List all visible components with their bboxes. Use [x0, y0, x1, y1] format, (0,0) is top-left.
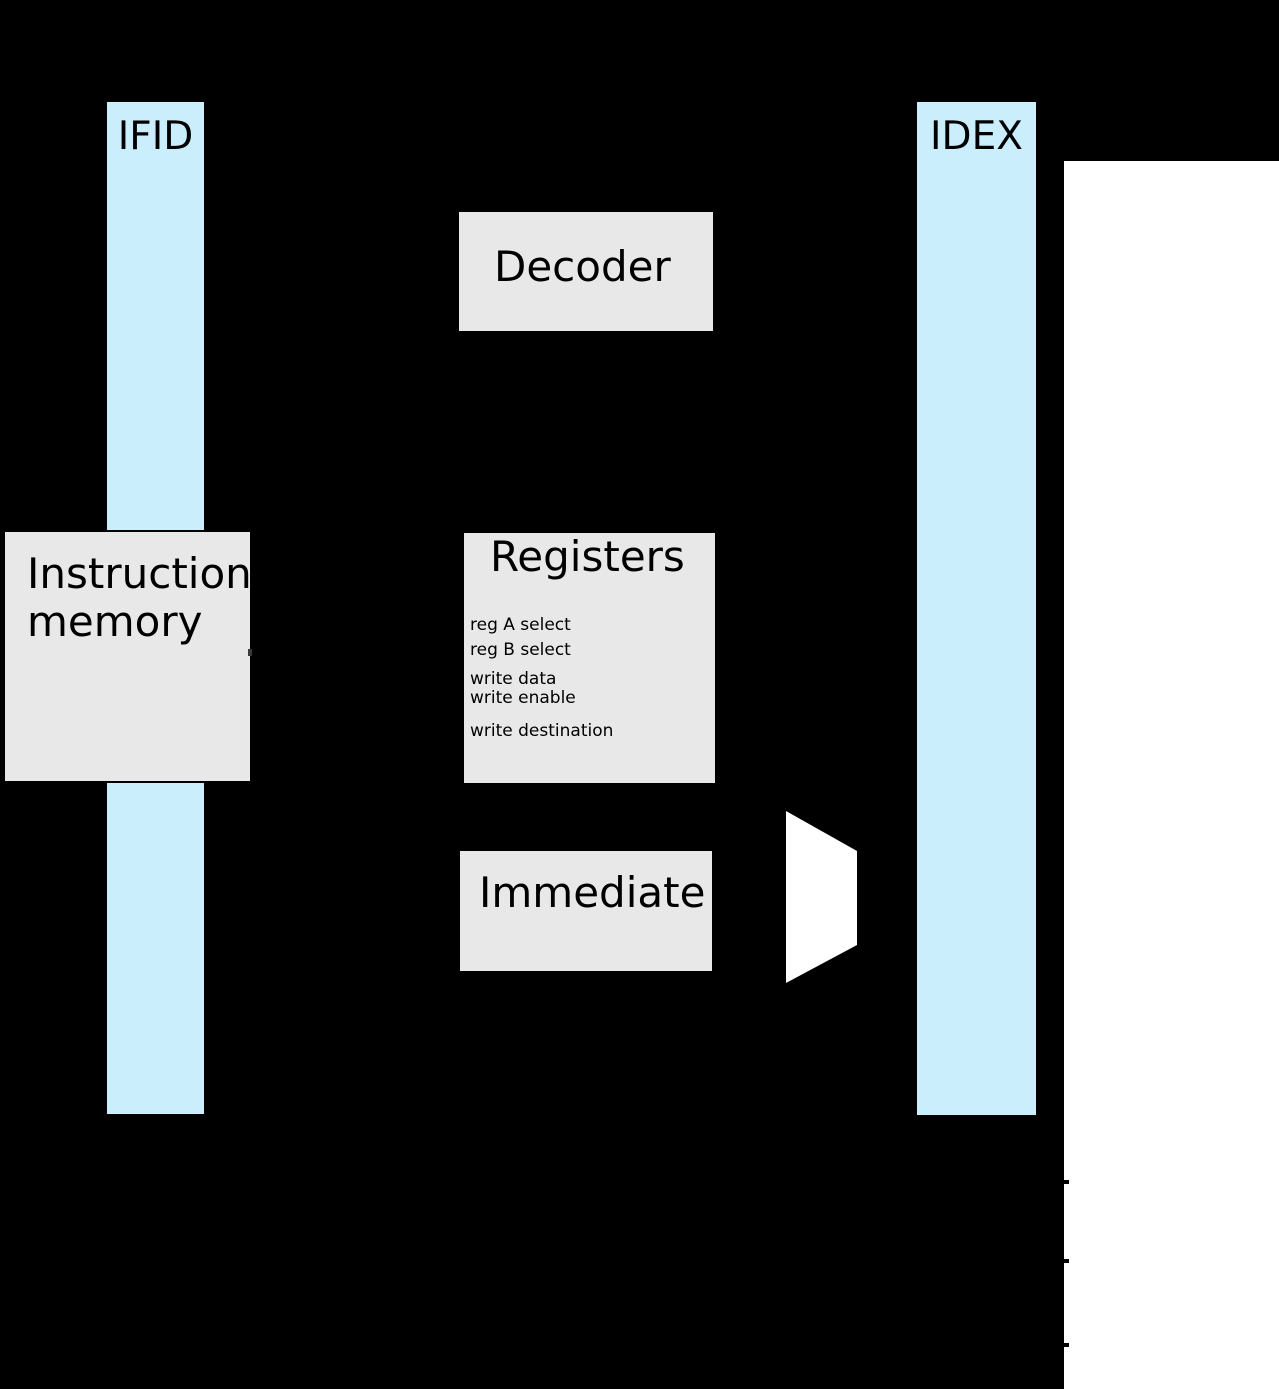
port-reg-a-select: reg A select: [470, 615, 571, 635]
port-write-enable: write enable: [470, 688, 576, 708]
instruction-memory-block: Instruction memory: [3, 530, 252, 783]
immediate-label: Immediate: [479, 868, 706, 917]
registers-label: Registers: [490, 532, 685, 581]
decoder-label: Decoder: [494, 242, 671, 291]
port-write-destination: write destination: [470, 721, 614, 741]
wire-stub-2: [1062, 1259, 1069, 1263]
wire-stub-1: [1062, 1180, 1069, 1184]
pipeline-register-idex: IDEX: [915, 100, 1038, 1117]
decoder-block: Decoder: [457, 210, 715, 333]
immediate-block: Immediate: [458, 849, 714, 973]
instruction-memory-label: Instruction memory: [27, 549, 252, 647]
ifid-label: IFID: [117, 114, 194, 159]
registers-block: Registers reg A select reg B select writ…: [462, 531, 717, 785]
wire-stub-instruction-memory: [248, 649, 252, 656]
port-reg-b-select: reg B select: [470, 640, 571, 660]
wire-stub-3: [1062, 1343, 1069, 1347]
port-write-data: write data: [470, 669, 557, 689]
idex-label: IDEX: [930, 114, 1023, 159]
mux-shape: [786, 811, 857, 983]
right-background-panel: [1064, 161, 1279, 1389]
